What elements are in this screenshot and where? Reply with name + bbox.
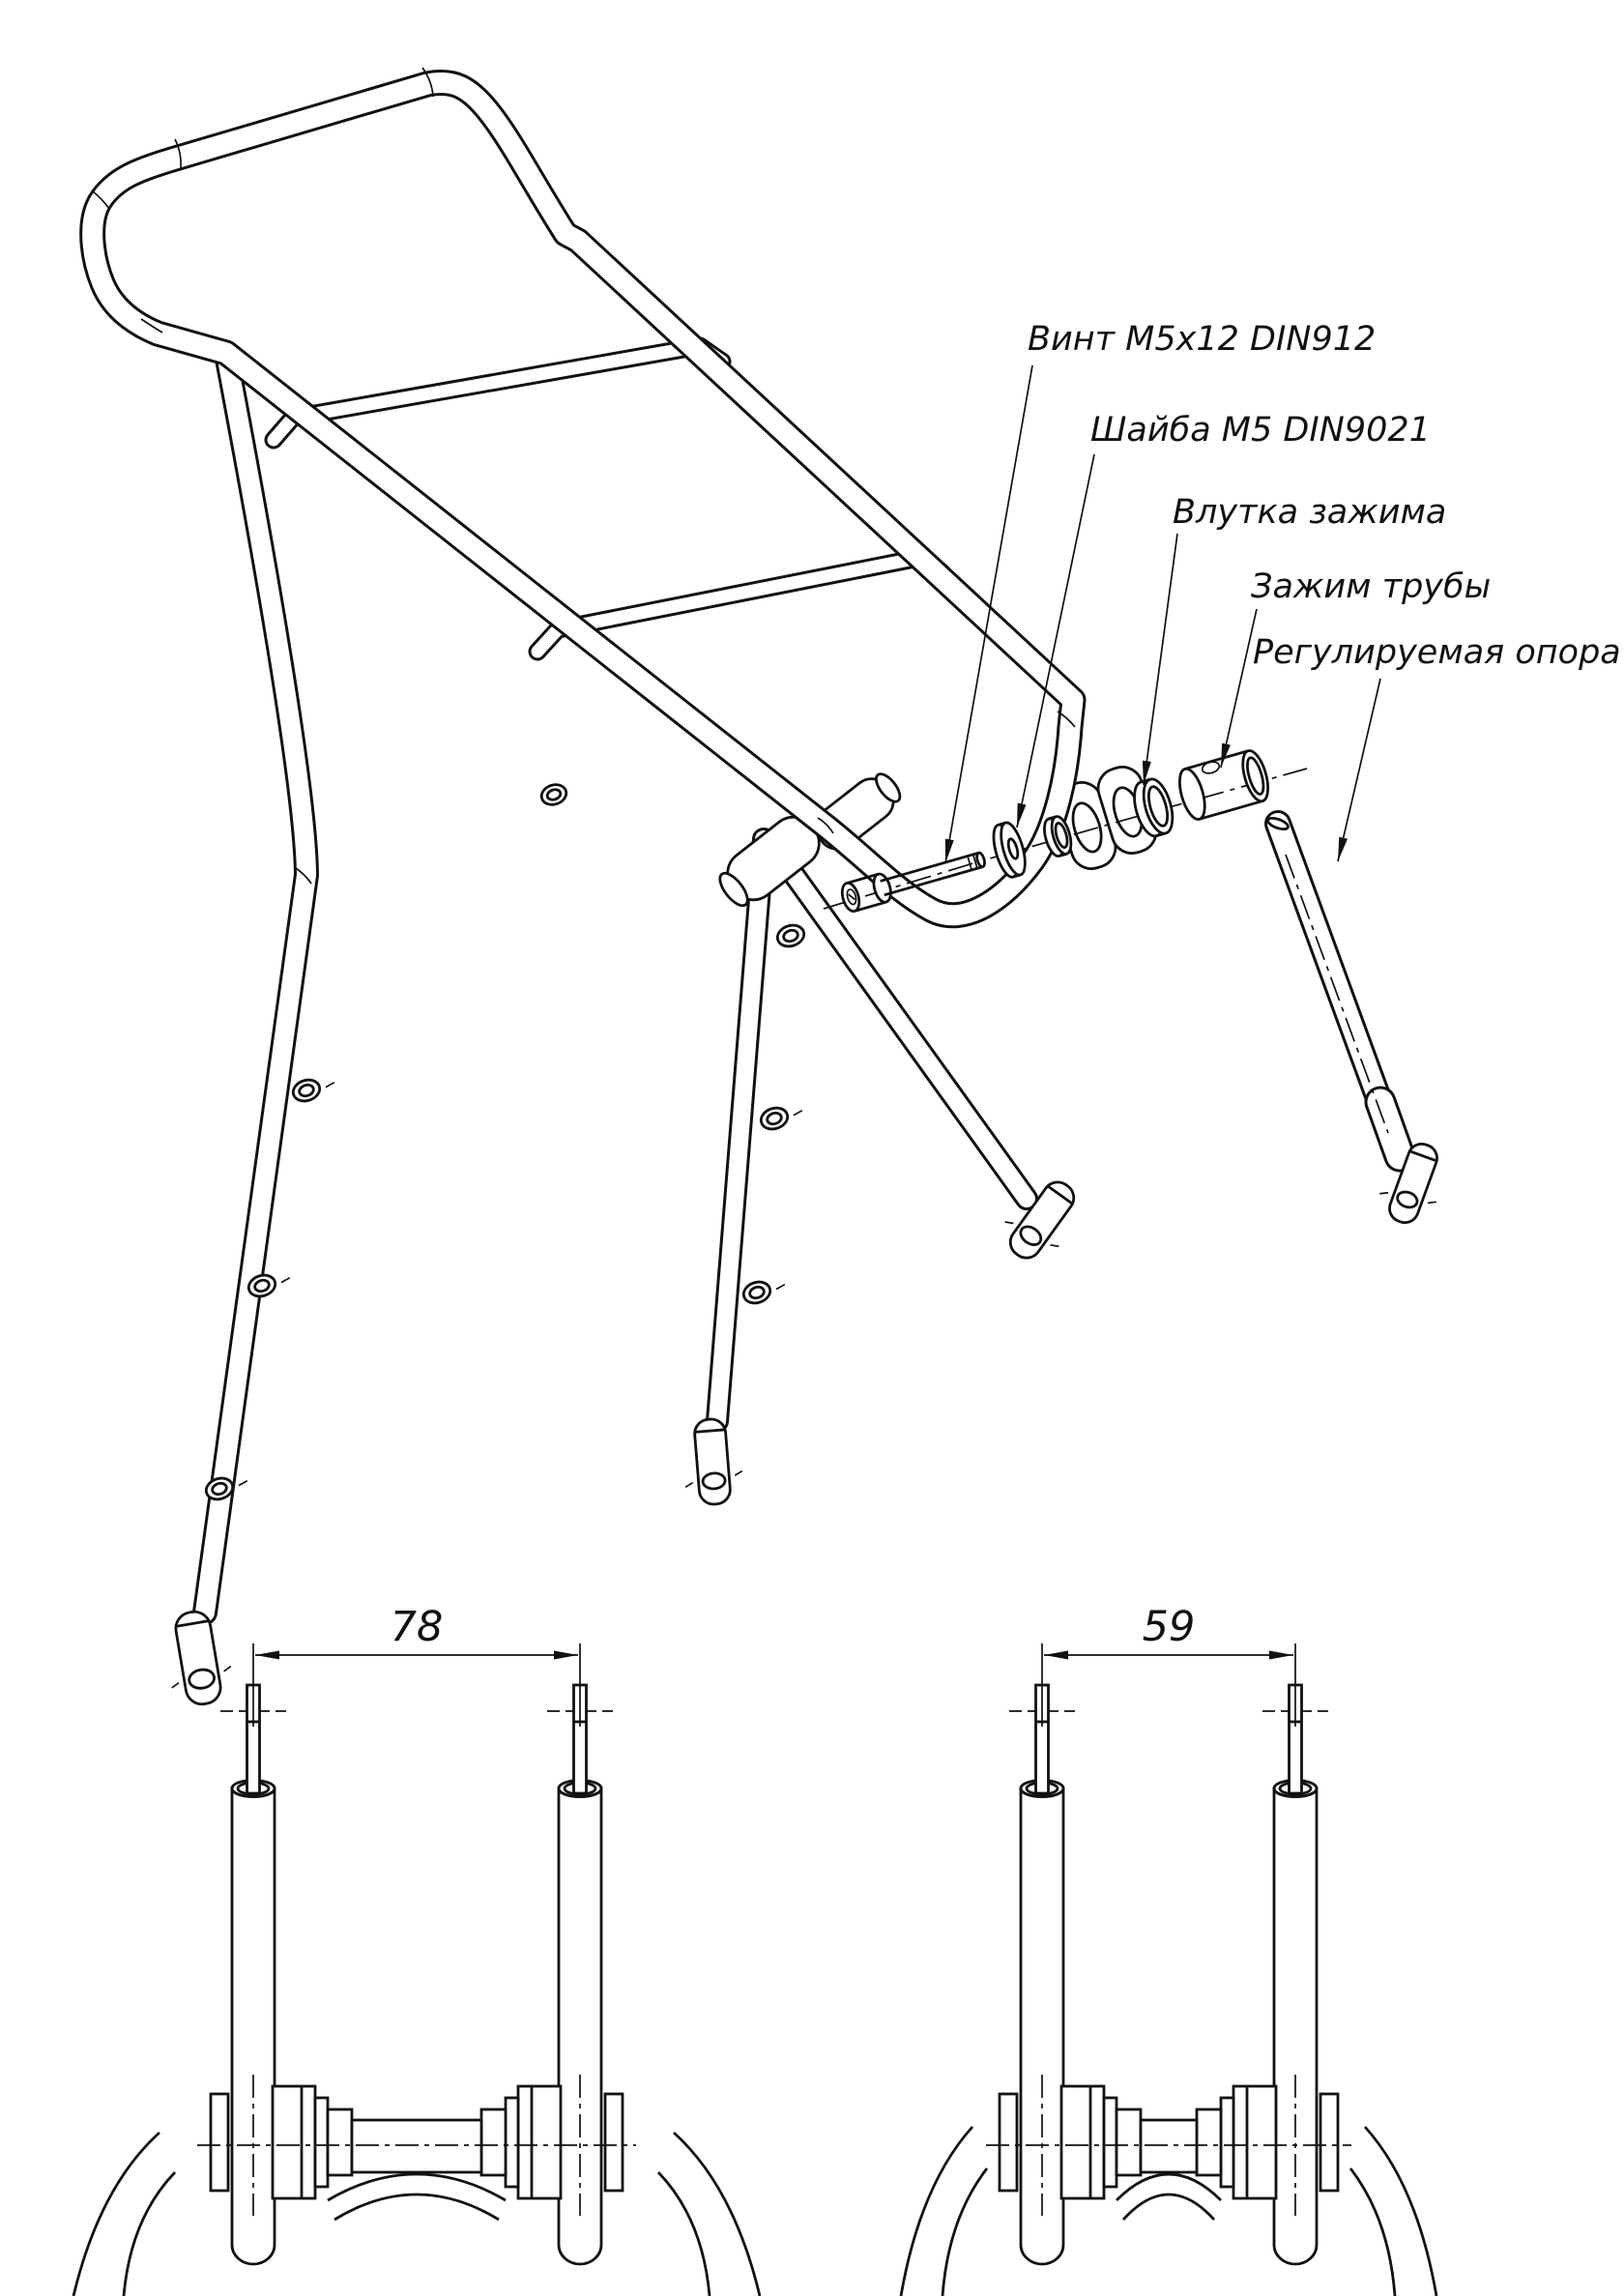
callout-support: Регулируемая опора xyxy=(1253,633,1621,672)
isometric-rack-view xyxy=(79,67,1438,1706)
housing-eyelet xyxy=(775,923,806,948)
leg-flattened-eyelet xyxy=(171,1610,232,1706)
callout-bushing: Влутка зажима xyxy=(1173,493,1446,532)
callout-pipe-clamp: Зажим трубы xyxy=(1251,567,1491,606)
clamp-housings xyxy=(718,772,902,948)
dimension-59: 59 xyxy=(1143,1603,1196,1651)
washer-m5 xyxy=(992,821,1027,879)
front-view-spacing-78 xyxy=(72,1643,762,2296)
support-flattened-eyelet xyxy=(1379,1142,1438,1225)
mounting-eyelets xyxy=(204,783,803,1501)
leader-line-pipe-clamp xyxy=(1220,608,1258,769)
leader-line-support xyxy=(1337,678,1381,862)
adjustable-support xyxy=(1264,810,1438,1225)
front-left-leg xyxy=(171,341,319,1706)
middle-left-leg xyxy=(684,828,775,1506)
leg-flattened-eyelet xyxy=(684,1417,743,1506)
pipe-clamp xyxy=(1177,749,1270,821)
callout-annotations: Винт M5x12 DIN912 Шайба M5 DIN9021 Влутк… xyxy=(944,320,1621,864)
dimension-78: 78 xyxy=(391,1603,444,1651)
leader-line-screw xyxy=(944,364,1033,864)
callout-screw: Винт M5x12 DIN912 xyxy=(1028,320,1376,359)
front-view-spacing-59 xyxy=(899,1643,1438,2296)
leader-line-bushing xyxy=(1142,533,1178,786)
leader-line-washer xyxy=(1016,453,1095,828)
middle-right-leg xyxy=(764,837,1076,1260)
screw-m5 xyxy=(840,851,986,913)
leg-flattened-eyelet xyxy=(1004,1180,1076,1260)
callout-washer: Шайба M5 DIN9021 xyxy=(1090,411,1431,450)
platform-frame xyxy=(79,67,1087,929)
spacer-ring xyxy=(1043,815,1073,857)
